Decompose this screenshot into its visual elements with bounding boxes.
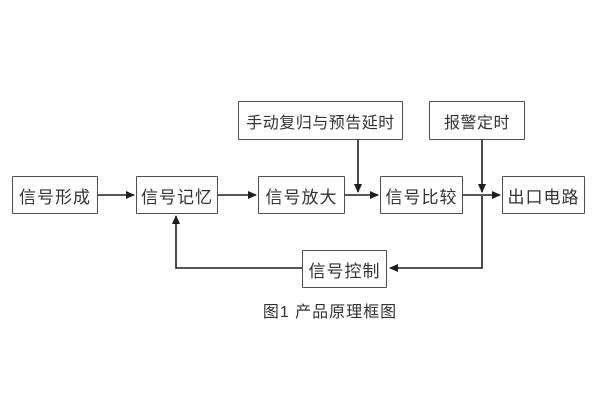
box-signal-formation: 信号形成 bbox=[12, 176, 98, 214]
box-signal-control-label: 信号控制 bbox=[308, 261, 381, 281]
box-alarm-timing-label: 报警定时 bbox=[443, 114, 510, 132]
figure-caption: 图1 产品原理框图 bbox=[262, 304, 398, 321]
box-signal-memory: 信号记忆 bbox=[136, 176, 218, 214]
box-signal-memory-label: 信号记忆 bbox=[141, 187, 213, 207]
box-manual-reset-delay-label: 手动复归与预告延时 bbox=[246, 114, 395, 132]
box-signal-formation-label: 信号形成 bbox=[19, 187, 91, 207]
box-manual-reset-delay: 手动复归与预告延时 bbox=[238, 101, 403, 140]
box-output-circuit: 出口电路 bbox=[502, 176, 585, 214]
box-output-circuit-label: 出口电路 bbox=[507, 187, 580, 207]
box-signal-comparison-label: 信号比较 bbox=[385, 187, 458, 207]
box-alarm-timing: 报警定时 bbox=[429, 101, 525, 140]
arrow-control-to-memory bbox=[172, 215, 302, 269]
box-signal-amplification-label: 信号放大 bbox=[265, 187, 338, 207]
box-signal-comparison: 信号比较 bbox=[380, 176, 463, 214]
box-signal-control: 信号控制 bbox=[302, 250, 387, 288]
arrow-junction-to-control bbox=[389, 196, 483, 272]
box-signal-amplification: 信号放大 bbox=[258, 176, 345, 214]
